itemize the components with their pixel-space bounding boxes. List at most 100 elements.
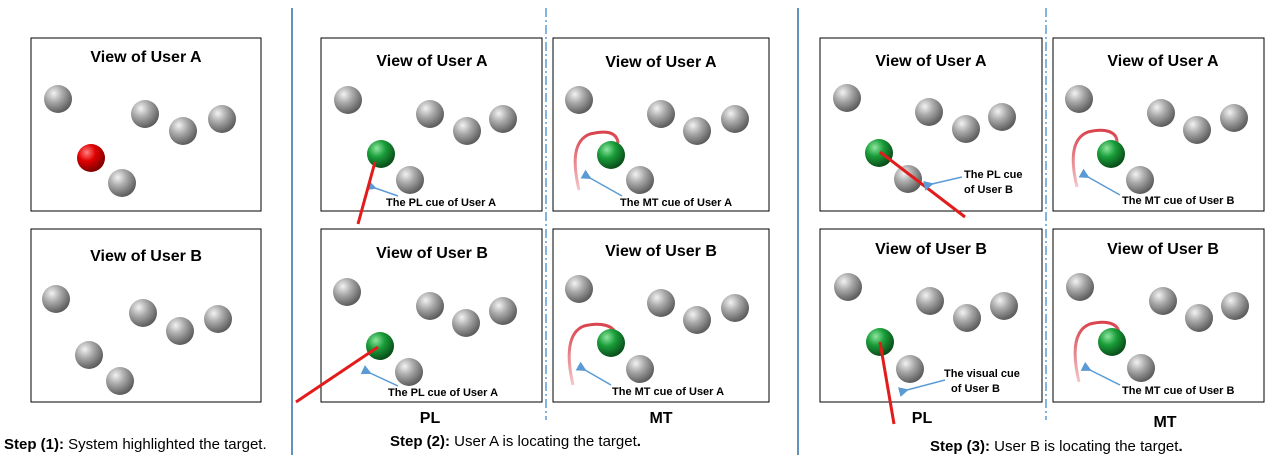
step2-mt-view-b-cue-label: The MT cue of User A bbox=[612, 386, 724, 398]
cue-arrow bbox=[897, 379, 946, 397]
step2-caption: Step (2): User A is locating the target. bbox=[390, 433, 641, 450]
pointing-ray bbox=[356, 161, 377, 225]
step3-pl-view-a-cue-line1: The PL cue bbox=[964, 169, 1022, 181]
pointing-ray bbox=[295, 345, 379, 404]
step1-group: View of User A View of User B bbox=[30, 37, 262, 403]
step3-mt-view-a-title: View of User A bbox=[1107, 53, 1219, 70]
step2-pl-view-b-cue-label: The PL cue of User A bbox=[388, 387, 498, 399]
sphere bbox=[333, 278, 361, 306]
target-sphere-green bbox=[366, 332, 394, 360]
target-sphere-green bbox=[597, 141, 625, 169]
sphere bbox=[1183, 116, 1211, 144]
step2-caption-step: Step (2): bbox=[390, 433, 450, 450]
sphere bbox=[1220, 104, 1248, 132]
sphere bbox=[565, 86, 593, 114]
step3-caption-end: . bbox=[1178, 438, 1183, 455]
step2-mt-view-a-cue-label: The MT cue of User A bbox=[620, 197, 732, 209]
sphere bbox=[416, 292, 444, 320]
sphere bbox=[1126, 166, 1154, 194]
step3-mt-view-b-title: View of User B bbox=[1107, 241, 1219, 258]
sphere bbox=[647, 289, 675, 317]
sphere bbox=[915, 98, 943, 126]
step1-caption-step: Step (1): bbox=[4, 436, 64, 453]
target-sphere-green bbox=[865, 139, 893, 167]
sphere bbox=[834, 273, 862, 301]
motion-trail bbox=[1073, 320, 1121, 383]
step1-caption: Step (1): System highlighted the target. bbox=[4, 436, 267, 453]
sphere bbox=[42, 285, 70, 313]
sphere bbox=[334, 86, 362, 114]
step3-group: View of User A The PL cue of User B View… bbox=[819, 8, 1265, 431]
sphere bbox=[489, 105, 517, 133]
step2-caption-end: . bbox=[636, 433, 641, 450]
cue-arrow bbox=[923, 176, 963, 191]
sphere bbox=[683, 306, 711, 334]
sphere bbox=[1065, 85, 1093, 113]
step2-mt-label: MT bbox=[649, 410, 672, 427]
sphere bbox=[106, 367, 134, 395]
sphere bbox=[1127, 354, 1155, 382]
sphere bbox=[647, 100, 675, 128]
step3-mt-label: MT bbox=[1153, 414, 1176, 431]
sphere bbox=[452, 309, 480, 337]
step3-caption: Step (3): User B is locating the target. bbox=[930, 438, 1183, 455]
step3-pl-view-b-cue-line2: of User B bbox=[951, 383, 1000, 395]
sphere bbox=[1149, 287, 1177, 315]
sphere bbox=[44, 85, 72, 113]
step3-pl-view-a-cue-line2: of User B bbox=[964, 184, 1013, 196]
sphere bbox=[626, 166, 654, 194]
step2-pl-view-b-title: View of User B bbox=[376, 245, 488, 262]
step2-caption-text: User A is locating the target bbox=[450, 433, 637, 450]
sphere bbox=[683, 117, 711, 145]
sphere bbox=[166, 317, 194, 345]
step3-caption-text: User B is locating the target bbox=[990, 438, 1179, 455]
step3-pl-label: PL bbox=[912, 410, 933, 427]
sphere bbox=[565, 275, 593, 303]
sphere bbox=[626, 355, 654, 383]
sphere bbox=[1185, 304, 1213, 332]
sphere bbox=[204, 305, 232, 333]
sphere bbox=[131, 100, 159, 128]
cue-arrow bbox=[365, 180, 399, 197]
sphere bbox=[108, 169, 136, 197]
step3-pl-view-b-title: View of User B bbox=[875, 241, 987, 258]
pointing-ray bbox=[879, 150, 966, 219]
sphere bbox=[916, 287, 944, 315]
sphere bbox=[953, 304, 981, 332]
step3-caption-step: Step (3): bbox=[930, 438, 990, 455]
sphere bbox=[453, 117, 481, 145]
sphere bbox=[988, 103, 1016, 131]
step3-mt-view-b-cue-label: The MT cue of User B bbox=[1122, 385, 1235, 397]
step2-pl-label: PL bbox=[420, 410, 441, 427]
step2-mt-view-b-title: View of User B bbox=[605, 243, 717, 260]
step1-caption-text: System highlighted the target. bbox=[64, 436, 267, 453]
cue-arrow bbox=[580, 169, 623, 197]
target-sphere-green bbox=[1098, 328, 1126, 356]
sphere bbox=[208, 105, 236, 133]
sphere bbox=[416, 100, 444, 128]
sphere bbox=[721, 105, 749, 133]
sphere bbox=[894, 165, 922, 193]
step3-pl-view-b-cue-line1: The visual cue bbox=[944, 368, 1020, 380]
sphere bbox=[990, 292, 1018, 320]
step2-pl-view-a-title: View of User A bbox=[376, 53, 488, 70]
pointing-ray bbox=[878, 341, 896, 425]
sphere bbox=[75, 341, 103, 369]
step3-mt-view-a-cue-label: The MT cue of User B bbox=[1122, 195, 1235, 207]
cue-arrow bbox=[575, 361, 612, 386]
step1-view-b-title: View of User B bbox=[90, 248, 202, 265]
sphere bbox=[833, 84, 861, 112]
step2-mt-view-a-title: View of User A bbox=[605, 54, 717, 71]
target-sphere-green bbox=[367, 140, 395, 168]
sphere bbox=[896, 355, 924, 383]
target-sphere-green bbox=[597, 329, 625, 357]
step2-group: View of User A The PL cue of User A View… bbox=[295, 8, 770, 427]
sphere bbox=[395, 358, 423, 386]
step2-pl-view-a-cue-label: The PL cue of User A bbox=[386, 197, 496, 209]
cue-arrow bbox=[1080, 361, 1121, 386]
sphere bbox=[396, 166, 424, 194]
sphere bbox=[1221, 292, 1249, 320]
sphere bbox=[129, 299, 157, 327]
